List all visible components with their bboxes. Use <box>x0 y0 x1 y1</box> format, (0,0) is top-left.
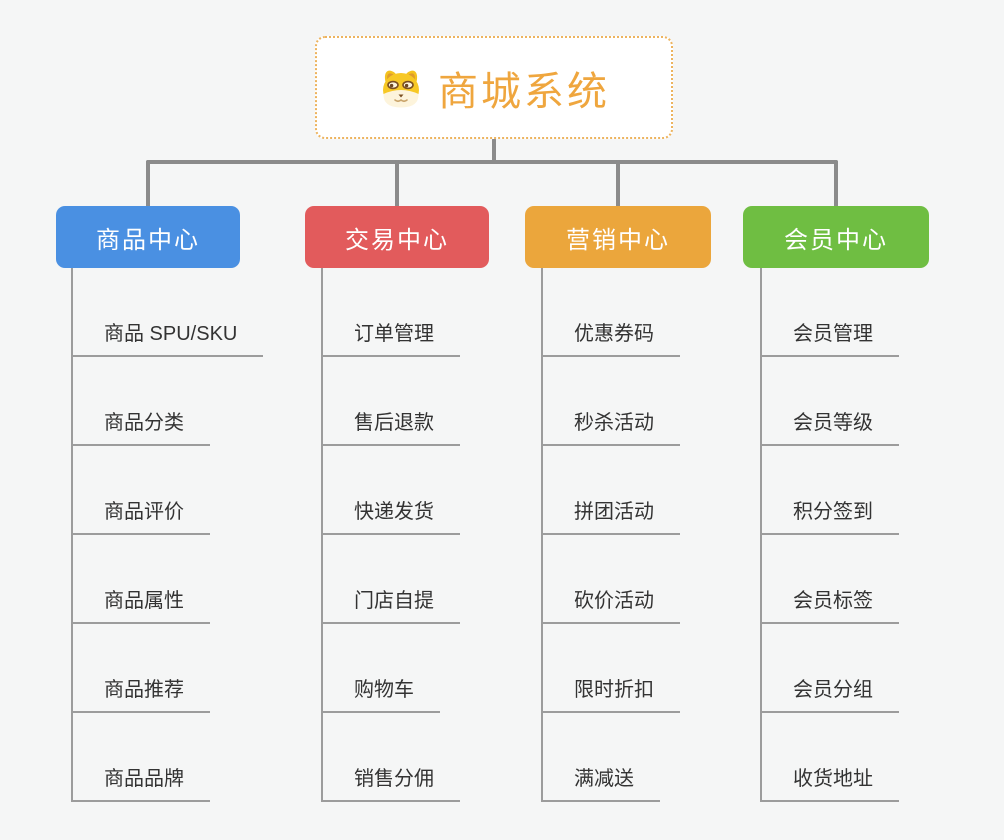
leaf-node-product-spu-sku[interactable]: 商品 SPU/SKU <box>71 317 264 357</box>
branch-node-product-center[interactable]: 商品中心 <box>56 206 240 268</box>
branch-node-trade-center[interactable]: 交易中心 <box>305 206 489 268</box>
root-node-title: 商城系统 <box>438 69 610 114</box>
leaf-node-member-group[interactable]: 会员分组 <box>760 673 899 713</box>
connector-drop-marketing <box>616 160 620 208</box>
connector-drop-trade <box>395 160 399 208</box>
leaf-node-product-recommend[interactable]: 商品推荐 <box>71 673 210 713</box>
leaf-node-member-management[interactable]: 会员管理 <box>760 317 899 357</box>
leaf-node-shopping-cart[interactable]: 购物车 <box>321 673 440 713</box>
leaf-node-aftersale-refund[interactable]: 售后退款 <box>321 406 460 446</box>
trunk-line-member-center <box>760 268 762 802</box>
trunk-line-marketing-center <box>541 268 543 802</box>
leaf-node-coupon-code[interactable]: 优惠券码 <box>541 317 680 357</box>
leaf-node-member-level[interactable]: 会员等级 <box>760 406 899 446</box>
leaf-node-express-delivery[interactable]: 快递发货 <box>321 495 460 535</box>
leaf-node-product-category[interactable]: 商品分类 <box>71 406 210 446</box>
trunk-line-product-center <box>71 268 73 802</box>
leaf-node-points-checkin[interactable]: 积分签到 <box>760 495 899 535</box>
leaf-node-limited-time-discount[interactable]: 限时折扣 <box>541 673 680 713</box>
trunk-line-trade-center <box>321 268 323 802</box>
dog-face-icon <box>378 66 424 110</box>
leaf-node-member-tag[interactable]: 会员标签 <box>760 584 899 624</box>
leaf-node-product-review[interactable]: 商品评价 <box>71 495 210 535</box>
leaf-node-product-brand[interactable]: 商品品牌 <box>71 762 210 802</box>
leaf-node-bargain-activity[interactable]: 砍价活动 <box>541 584 680 624</box>
leaf-node-product-attribute[interactable]: 商品属性 <box>71 584 210 624</box>
leaf-node-flash-sale[interactable]: 秒杀活动 <box>541 406 680 446</box>
connector-drop-product <box>146 160 150 208</box>
leaf-node-group-buy[interactable]: 拼团活动 <box>541 495 680 535</box>
branch-node-member-center[interactable]: 会员中心 <box>743 206 929 268</box>
leaf-node-store-pickup[interactable]: 门店自提 <box>321 584 460 624</box>
connector-drop-member <box>834 160 838 208</box>
root-node[interactable]: 商城系统 <box>315 36 673 139</box>
connector-bus <box>146 160 838 164</box>
connector-root-stub <box>492 138 496 163</box>
leaf-node-sales-commission[interactable]: 销售分佣 <box>321 762 460 802</box>
leaf-node-spend-and-save[interactable]: 满减送 <box>541 762 660 802</box>
leaf-node-order-management[interactable]: 订单管理 <box>321 317 460 357</box>
leaf-node-shipping-address[interactable]: 收货地址 <box>760 762 899 802</box>
branch-node-marketing-center[interactable]: 营销中心 <box>525 206 711 268</box>
